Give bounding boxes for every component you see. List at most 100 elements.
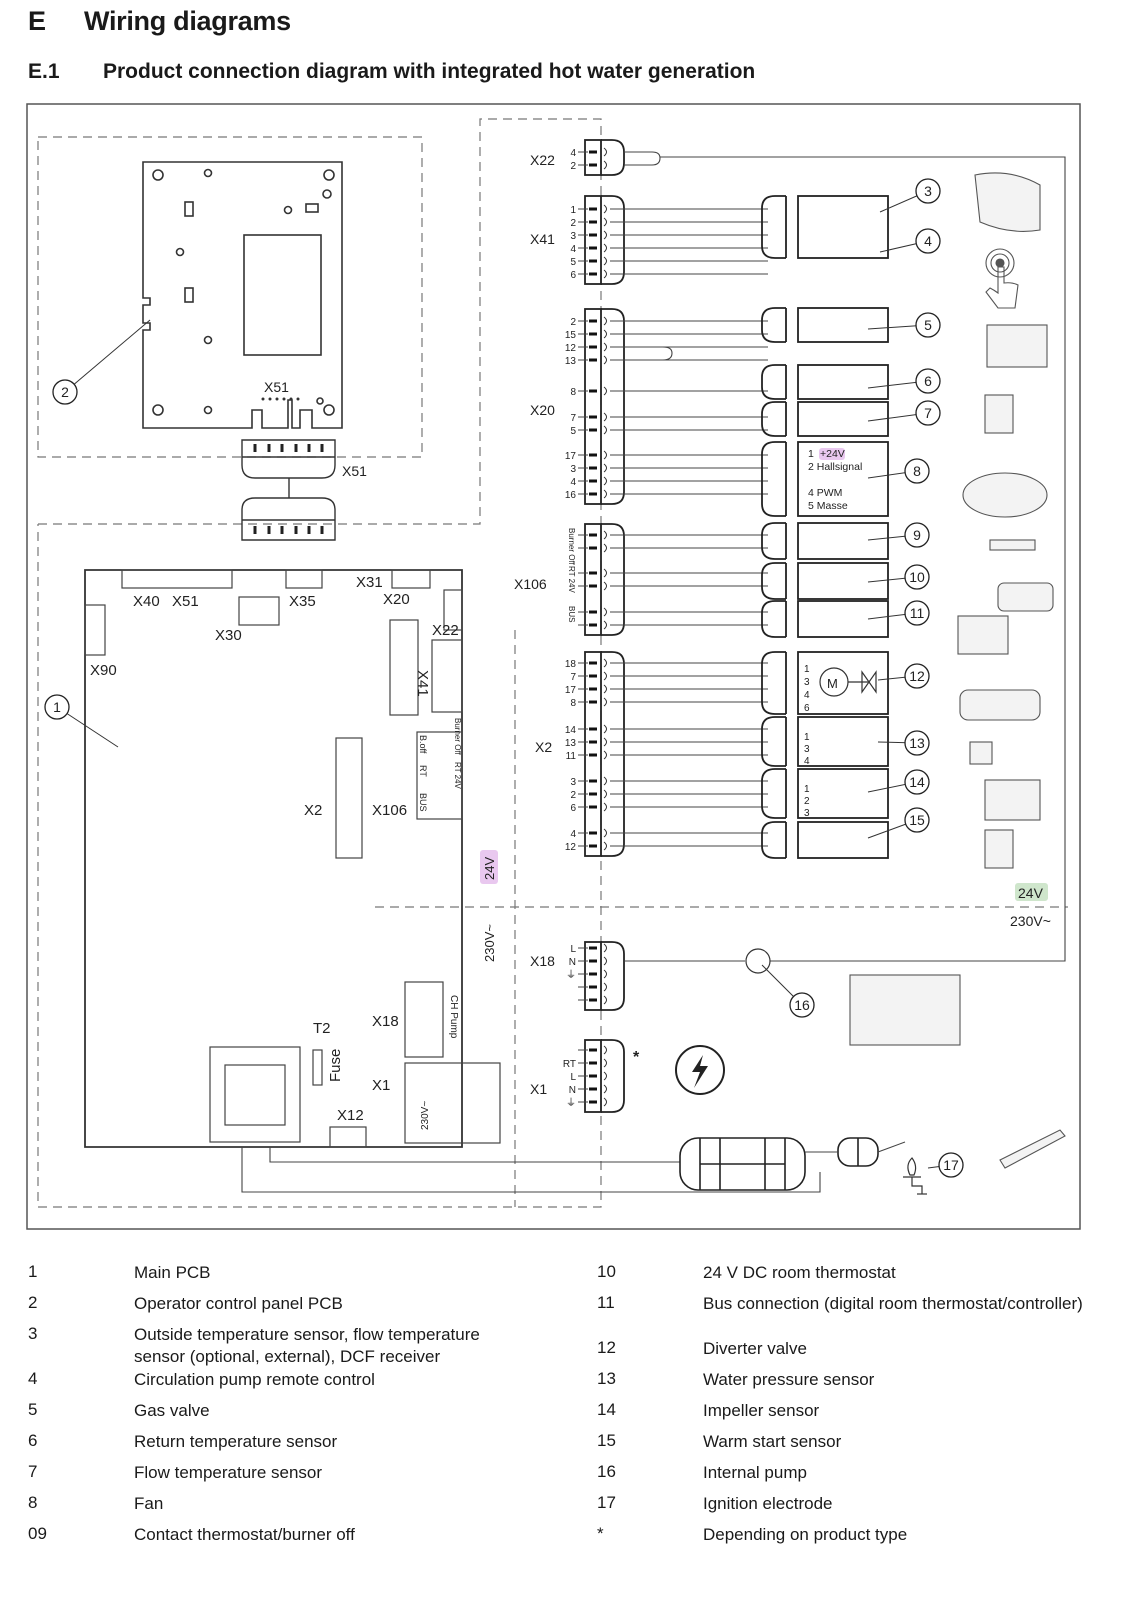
callout-circle xyxy=(915,178,941,204)
pin-contact xyxy=(589,571,597,575)
connector-header xyxy=(584,523,602,636)
legend-value: Gas valve xyxy=(134,1401,210,1420)
socket xyxy=(603,463,607,473)
pump-illustration xyxy=(849,974,961,1046)
device-plug xyxy=(761,821,786,859)
socket xyxy=(603,425,607,435)
v24-label-vertical: 24V xyxy=(482,857,497,880)
socket xyxy=(603,450,607,460)
asterisk-note: * xyxy=(633,1049,640,1066)
callout-5: 5 xyxy=(867,312,941,338)
socket xyxy=(603,204,607,214)
fan-pin-1: 1 xyxy=(808,448,814,460)
pin-contact xyxy=(589,985,597,989)
pin-number: 14 xyxy=(565,725,577,736)
legend-key: 8 xyxy=(28,1493,38,1512)
pin-contact xyxy=(589,946,597,950)
fan-pin-pwm: 4 PWM xyxy=(808,487,842,499)
fan-pin-labels: 1 +24V 2 Hallsignal 4 PWM 5 Masse xyxy=(808,448,862,512)
pin-contact xyxy=(589,661,597,665)
socket xyxy=(603,355,607,365)
pin-number: ⏚ xyxy=(566,969,576,981)
pin-contact xyxy=(589,389,597,393)
callout-circle xyxy=(44,694,70,720)
socket xyxy=(603,697,607,707)
pin-number: 4 xyxy=(570,829,576,840)
diagram-frame xyxy=(26,103,1081,1230)
fan-pin-hall: 2 Hallsignal xyxy=(808,461,862,473)
valve-pin-labels: 1 3 4 6 1 3 4 1 2 3 xyxy=(804,664,810,819)
socket xyxy=(603,671,607,681)
sensor13-pin: 1 xyxy=(804,732,810,743)
v230-label-vertical: 230V~ xyxy=(482,924,497,962)
socket xyxy=(603,828,607,838)
connector-label: X2 xyxy=(535,739,552,755)
pcb-x2: X2 xyxy=(304,802,322,819)
callout-number: 16 xyxy=(794,997,810,1013)
wiring-diagram: X51 X51 X40 X51 X30 xyxy=(26,103,1081,1230)
legend-key: 3 xyxy=(28,1324,38,1343)
operator-panel-region xyxy=(37,136,423,458)
pin-contact xyxy=(589,358,597,362)
sensor14-pin: 3 xyxy=(804,808,810,819)
legend-key: 10 xyxy=(597,1262,616,1281)
callout-14: 14 xyxy=(867,769,930,795)
pin-number: 13 xyxy=(565,356,577,367)
pin-number: 15 xyxy=(565,330,577,341)
connector-plug xyxy=(601,195,625,285)
main-pcb-labels: X40 X51 X30 X35 X31 X20 X22 X41 X90 X2 X… xyxy=(90,574,462,1130)
x51-side-label: X51 xyxy=(342,463,367,479)
pin-contact xyxy=(589,623,597,627)
device-plug xyxy=(761,401,786,437)
fan-illustration xyxy=(962,472,1048,518)
pin-number: 2 xyxy=(570,790,576,801)
callout-circle xyxy=(915,400,941,426)
pressure-sensor-illustration xyxy=(969,741,993,765)
panel-x51-pins xyxy=(261,397,300,401)
device-plug xyxy=(761,307,786,343)
callout-circle xyxy=(904,458,930,484)
sensor14-pin: 2 xyxy=(804,796,810,807)
pin-number: 7 xyxy=(570,672,576,683)
x51-plug-pins xyxy=(253,444,324,534)
callout-circle xyxy=(915,368,941,394)
socket xyxy=(603,737,607,747)
connector-header xyxy=(584,941,602,1011)
ignition-leader xyxy=(877,1141,906,1153)
v24-label-right: 24V xyxy=(1018,885,1044,901)
device-plug xyxy=(761,441,786,517)
pin-contact xyxy=(589,345,597,349)
socket xyxy=(603,1045,607,1055)
socket xyxy=(603,147,607,157)
legend-row: 10 24 V DC room thermostat xyxy=(597,1262,1127,1293)
callout-7: 7 xyxy=(867,400,941,426)
socket xyxy=(603,476,607,486)
pin-contact xyxy=(589,415,597,419)
pin-contact xyxy=(589,1087,597,1091)
pin-contact xyxy=(589,844,597,848)
pin-contact xyxy=(589,163,597,167)
connector-plug xyxy=(601,1039,625,1113)
pin-number: 3 xyxy=(570,231,576,242)
pin-number: L xyxy=(570,944,576,955)
callout-number: 10 xyxy=(909,569,925,585)
callout-number: 12 xyxy=(909,668,925,684)
socket xyxy=(603,789,607,799)
pin-contact xyxy=(589,792,597,796)
pin-contact xyxy=(589,700,597,704)
socket xyxy=(603,969,607,979)
pin-contact xyxy=(589,687,597,691)
panel-x51-label: X51 xyxy=(264,379,289,395)
legend-value: 24 V DC room thermostat xyxy=(703,1263,896,1282)
callout-number: 7 xyxy=(924,405,932,421)
pin-contact xyxy=(589,1074,597,1078)
outside-sensor-illustration xyxy=(974,172,1041,232)
